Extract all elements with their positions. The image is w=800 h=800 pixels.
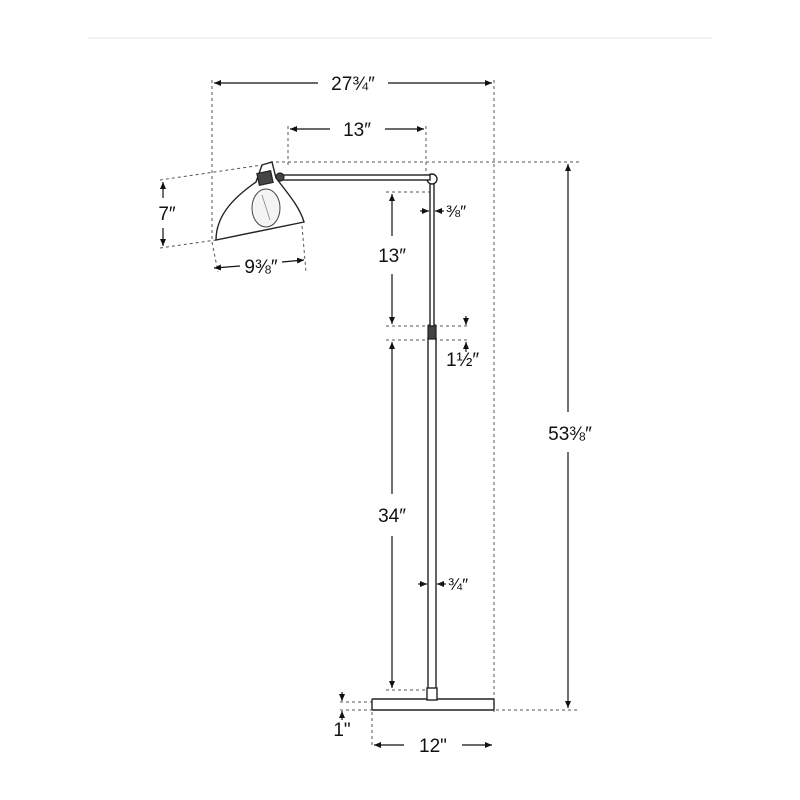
overall-width-label: 27¾″: [331, 74, 375, 95]
dimension-lines: [160, 80, 571, 748]
arm-drop-label: 13″: [378, 246, 406, 267]
stem-diameter-label: ¾″: [448, 575, 468, 594]
lamp-stem: [427, 337, 437, 693]
base-width-label: 12": [419, 736, 447, 757]
stem-height-label: 34″: [378, 506, 406, 527]
overall-height-label: 53⅜″: [548, 424, 592, 445]
lower-joint: [427, 324, 437, 340]
bulb-filament: [261, 194, 271, 221]
arm-rod: [429, 181, 435, 327]
stem-collar: [426, 687, 438, 701]
bulb-socket: [256, 169, 274, 187]
base-height-label: 1": [333, 720, 350, 741]
rod-diameter-label: ⅜″: [446, 202, 466, 221]
joint-height-label: 1½″: [446, 350, 479, 371]
shade-width-label: 9⅜″: [244, 257, 277, 278]
lamp-drawing: [215, 161, 495, 711]
shade-height-label: 7″: [158, 204, 176, 225]
horizontal-arm: [281, 174, 431, 181]
arm-length-label: 13″: [343, 120, 371, 141]
